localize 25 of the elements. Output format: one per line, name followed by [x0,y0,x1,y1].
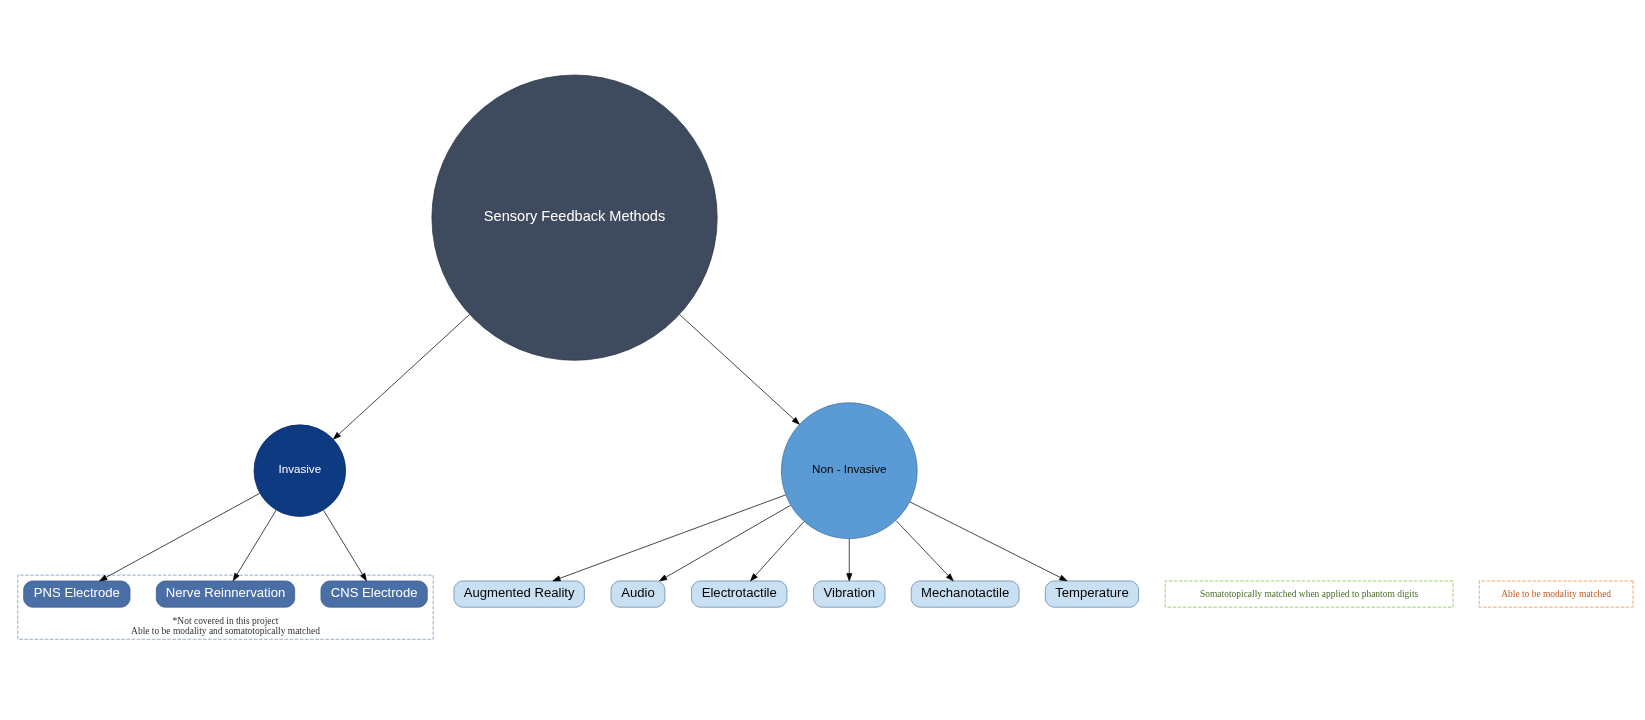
arrow [323,509,367,582]
arrow [232,509,277,582]
node-box: Audio [610,580,666,608]
node-box: Augmented Reality [453,580,585,608]
arrow [750,521,805,582]
arrow [895,520,954,582]
node-box: PNS Electrode [23,580,131,608]
node-box: Nerve Reinnervation [155,580,296,608]
arrow [909,501,1068,582]
arrow [679,314,800,425]
arrow [99,492,261,582]
node-box: CNS Electrode [320,580,428,608]
node-box: Electrotactile [691,580,788,608]
arrow [659,505,791,582]
node-box: Temperature [1044,580,1139,608]
node-circle: Sensory Feedback Methods [431,74,718,361]
node-box: Vibration [813,580,886,608]
arrow [333,314,470,440]
arrow [552,494,786,582]
arrow [846,538,853,582]
node-box: Able to be modality matched [1478,580,1634,608]
node-box: Somatotopically matched when applied to phantom digits [1164,580,1454,608]
node-circle: Invasive [253,424,346,517]
node-circle: Non - Invasive [781,402,918,539]
node-box: Mechanotactile [910,580,1020,608]
